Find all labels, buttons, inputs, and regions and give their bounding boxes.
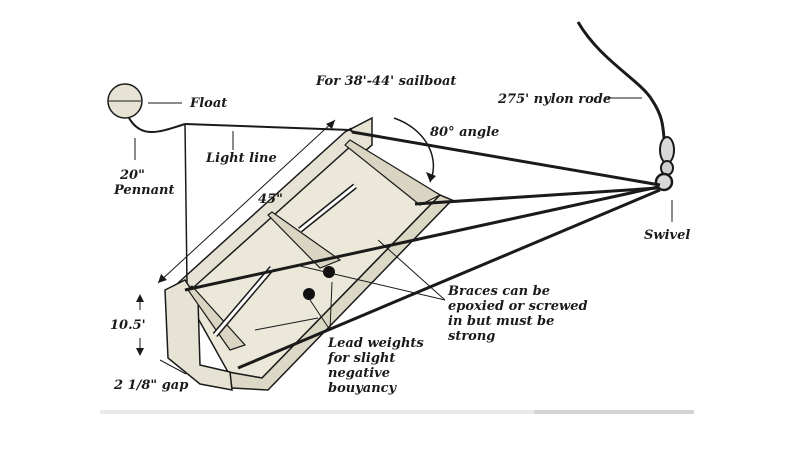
angle-label: 80° angle — [430, 125, 500, 140]
lead-weight-2 — [303, 288, 315, 300]
float-label: Float — [190, 96, 228, 111]
boat-size-label: For 38'-44' sailboat — [316, 74, 457, 89]
braces-label: Braces can be epoxied or screwed in but … — [448, 284, 588, 344]
pennant-label: Pennant — [114, 183, 175, 198]
nylon-rode — [576, 21, 666, 139]
height-label: 10.5' — [110, 318, 146, 333]
pennant-line — [127, 115, 186, 133]
weights-label: Lead weights for slight negative bouyanc… — [328, 336, 424, 396]
light-line-label: Light line — [206, 151, 277, 166]
gap-label: 2 1/8" gap — [114, 378, 189, 393]
rode-label: 275' nylon rode — [498, 92, 612, 107]
scrollbar-thumb[interactable] — [534, 410, 694, 414]
length-label: 45" — [258, 192, 283, 207]
horizontal-scrollbar[interactable] — [100, 410, 694, 414]
drogue-left-post — [164, 279, 233, 391]
brace-top — [344, 139, 442, 206]
length-dimension — [157, 119, 336, 284]
brace-mid — [267, 211, 342, 269]
swivel-icon — [654, 136, 675, 192]
swivel-label: Swivel — [644, 228, 691, 243]
pennant-length-label: 20" — [120, 168, 145, 183]
light-line — [184, 123, 351, 131]
lead-weight-1 — [323, 266, 335, 278]
bridle-lines — [184, 127, 661, 370]
